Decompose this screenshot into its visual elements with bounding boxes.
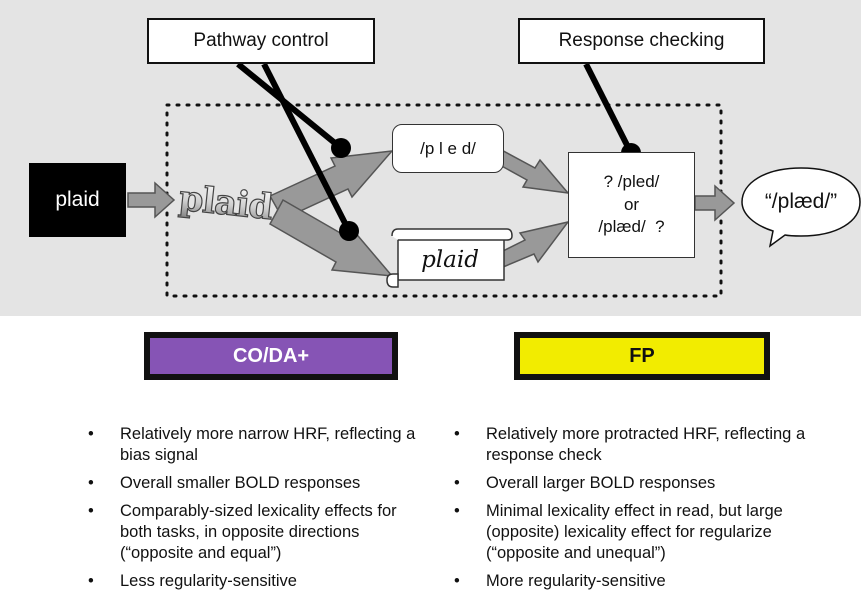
list-item: Overall larger BOLD responses	[454, 473, 829, 494]
list-item: Relatively more narrow HRF, reflecting a…	[88, 424, 433, 466]
list-item: Comparably-sized lexicality effects for …	[88, 501, 433, 564]
spoken-output: “/plæd/”	[764, 190, 838, 213]
control-node-semantics	[339, 221, 359, 241]
co-da-network-label: CO/DA+	[144, 332, 398, 380]
fp-network-label: FP	[514, 332, 770, 380]
fp-properties-list: Relatively more protracted HRF, reflecti…	[454, 424, 829, 599]
pathway-control-label: Pathway control	[193, 30, 329, 51]
list-item: Less regularity-sensitive	[88, 571, 433, 592]
input-word-label: plaid	[55, 188, 100, 211]
phonology-box: /p l e d/	[392, 124, 504, 173]
reading-pathway-diagram: plaid plaid Pathway control Response che…	[0, 0, 861, 316]
semantic-word: plaid	[421, 247, 479, 273]
scroll-top-curl	[391, 228, 513, 241]
response-checking-label: Response checking	[558, 30, 725, 51]
control-node-phonology	[331, 138, 351, 158]
scroll-bottom-curl	[386, 273, 399, 288]
list-item: More regularity-sensitive	[454, 571, 829, 592]
speech-bubble	[741, 167, 861, 248]
visual-word-form: plaid	[177, 178, 275, 229]
response-line-2: or	[623, 194, 640, 214]
pathway-control-box: Pathway control	[147, 18, 375, 64]
input-word-box: plaid	[29, 163, 126, 237]
list-item: Relatively more protracted HRF, reflecti…	[454, 424, 829, 466]
arrow-word-to-visual	[127, 181, 176, 219]
co-da-label-text: CO/DA+	[232, 344, 310, 367]
response-box: ? /pled/ or /plæd/ ?	[568, 152, 695, 258]
list-item: Minimal lexicality effect in read, but l…	[454, 501, 829, 564]
response-checking-box: Response checking	[518, 18, 765, 64]
response-line-3: /plæd/ ?	[598, 217, 665, 237]
arrow-response-to-output	[694, 184, 736, 222]
control-line-to-phonology	[236, 61, 343, 151]
response-line-1: ? /pled/	[603, 171, 660, 191]
list-item: Overall smaller BOLD responses	[88, 473, 433, 494]
check-line	[583, 62, 634, 155]
phonology-label: /p l e d/	[420, 138, 476, 158]
co-da-properties-list: Relatively more narrow HRF, reflecting a…	[88, 424, 433, 599]
control-line-to-semantics	[261, 62, 352, 233]
fp-label-text: FP	[629, 344, 655, 367]
